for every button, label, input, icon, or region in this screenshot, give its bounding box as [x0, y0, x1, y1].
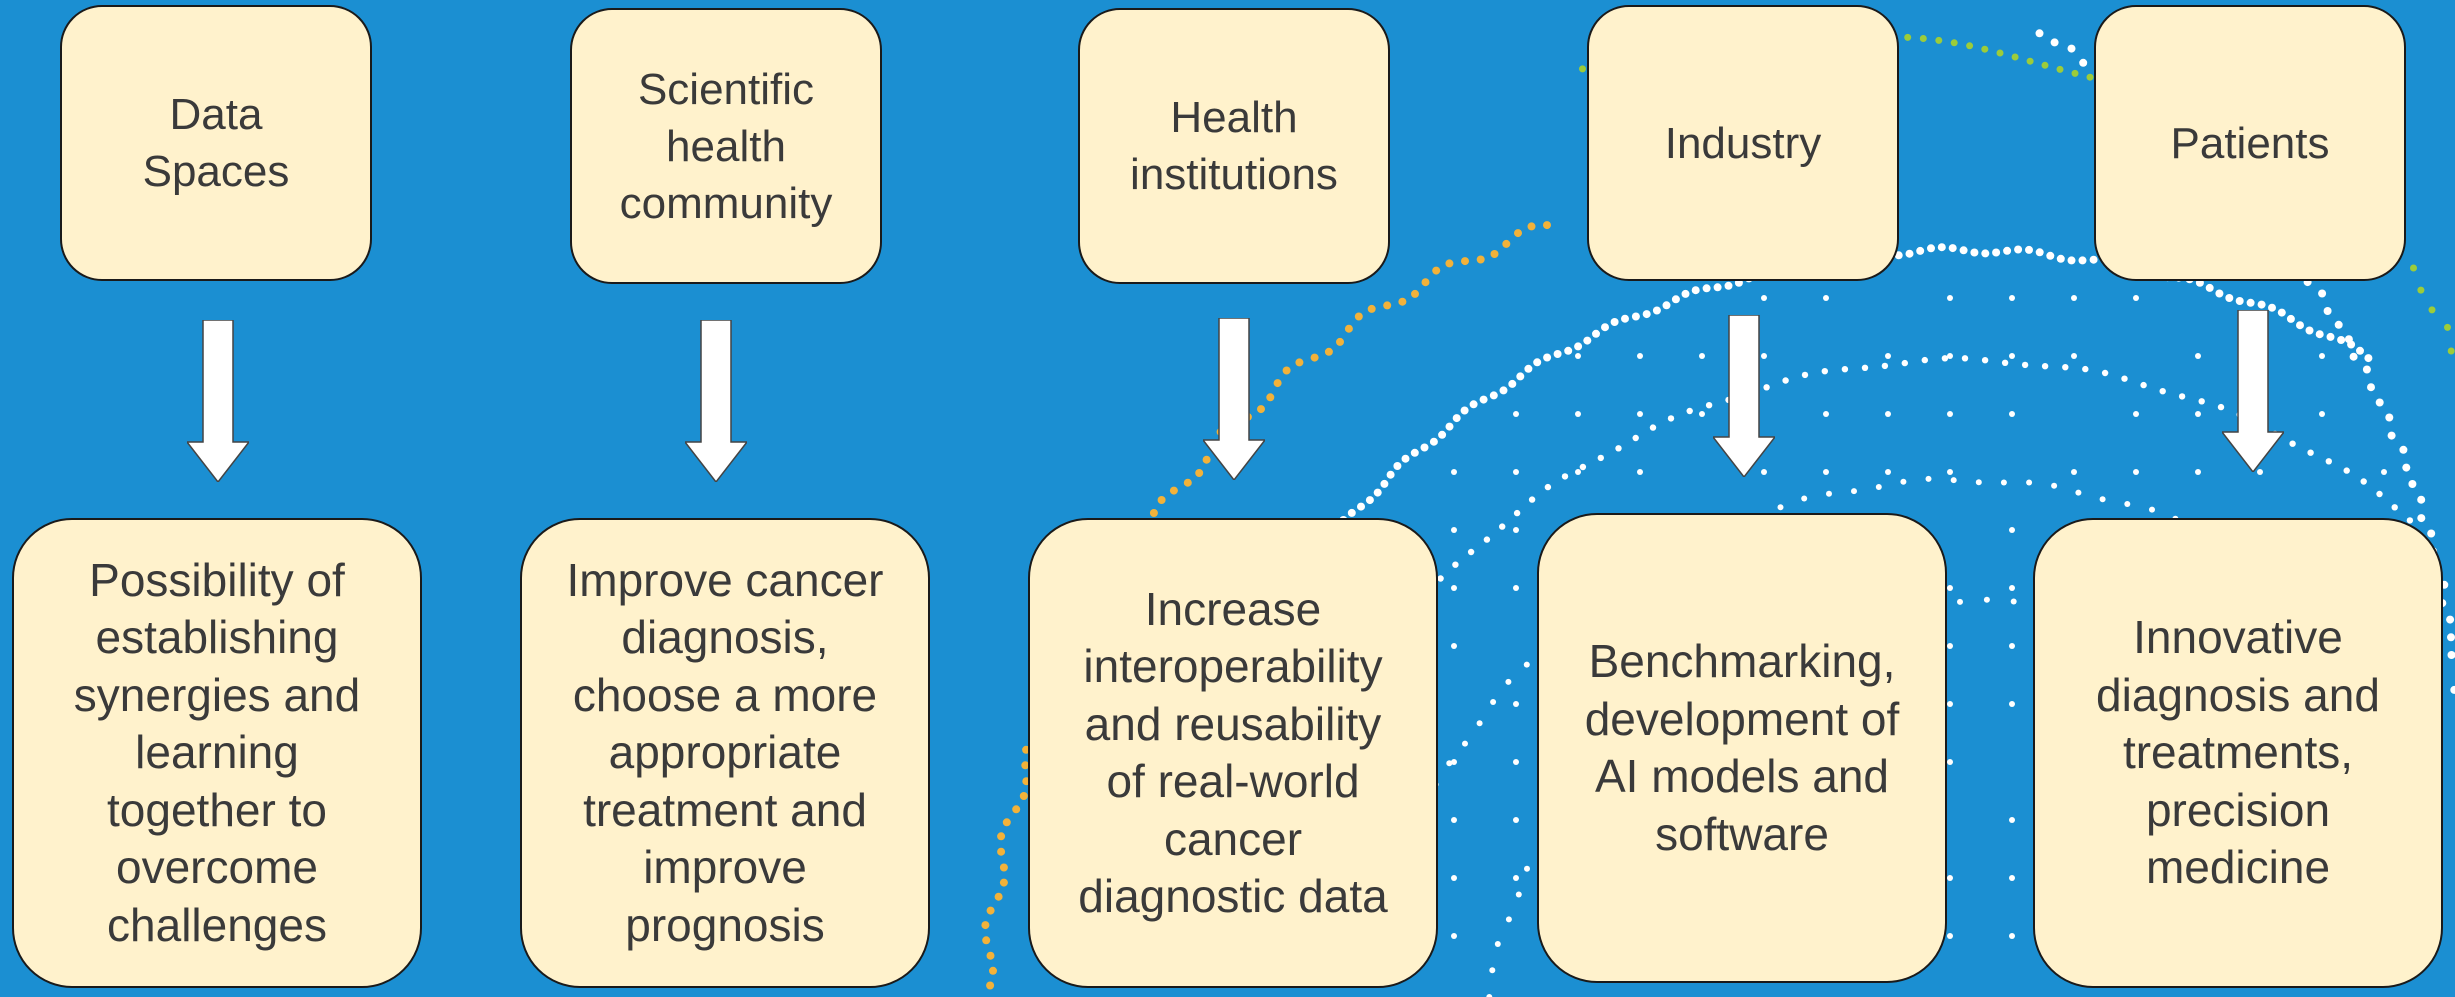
benefit-label: Innovative diagnosis and treatments, pre…	[2096, 611, 2380, 894]
stakeholder-label: Industry	[1664, 118, 1822, 168]
down-arrow-icon	[685, 320, 747, 482]
stakeholder-label: Health institutions	[1130, 93, 1338, 199]
benefit-box-health-institutions: Increase interoperability and reusabilit…	[1028, 518, 1438, 988]
stakeholder-box-industry: Industry	[1587, 5, 1899, 281]
benefit-label: Benchmarking, development of AI models a…	[1584, 635, 1900, 860]
benefit-label: Increase interoperability and reusabilit…	[1078, 582, 1388, 923]
stakeholder-label: Patients	[2170, 118, 2330, 168]
benefit-label: Improve cancer diagnosis, choose a more …	[566, 553, 884, 951]
down-arrow-icon	[187, 320, 249, 482]
down-arrow-icon	[1713, 315, 1775, 477]
benefit-box-industry: Benchmarking, development of AI models a…	[1537, 513, 1947, 983]
down-arrow-icon	[1203, 318, 1265, 480]
benefit-box-patients: Innovative diagnosis and treatments, pre…	[2033, 518, 2443, 988]
stakeholder-label: Data Spaces	[142, 90, 290, 196]
benefit-label: Possibility of establishing synergies an…	[73, 553, 361, 951]
stakeholder-box-health-institutions: Health institutions	[1078, 8, 1390, 284]
stakeholder-box-data-spaces: Data Spaces	[60, 5, 372, 281]
stakeholder-box-patients: Patients	[2094, 5, 2406, 281]
stakeholder-box-scientific-health-community: Scientific health community	[570, 8, 882, 284]
down-arrow-icon	[2222, 310, 2284, 472]
benefit-box-scientific-health-community: Improve cancer diagnosis, choose a more …	[520, 518, 930, 988]
stakeholder-label: Scientific health community	[619, 64, 833, 228]
benefit-box-data-spaces: Possibility of establishing synergies an…	[12, 518, 422, 988]
